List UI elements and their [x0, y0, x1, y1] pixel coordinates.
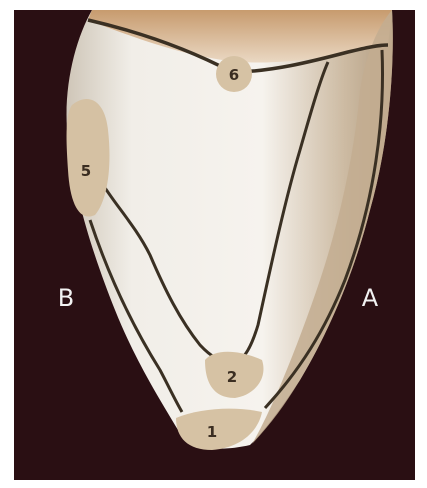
side-label-a: A: [362, 284, 379, 312]
zone-2-label: 2: [227, 368, 237, 386]
zone-5-shape: [67, 99, 110, 217]
zone-1-label: 1: [207, 423, 217, 441]
zone-5-label: 5: [81, 162, 91, 180]
zone-6-label: 6: [229, 66, 239, 84]
side-label-b: B: [58, 284, 74, 312]
